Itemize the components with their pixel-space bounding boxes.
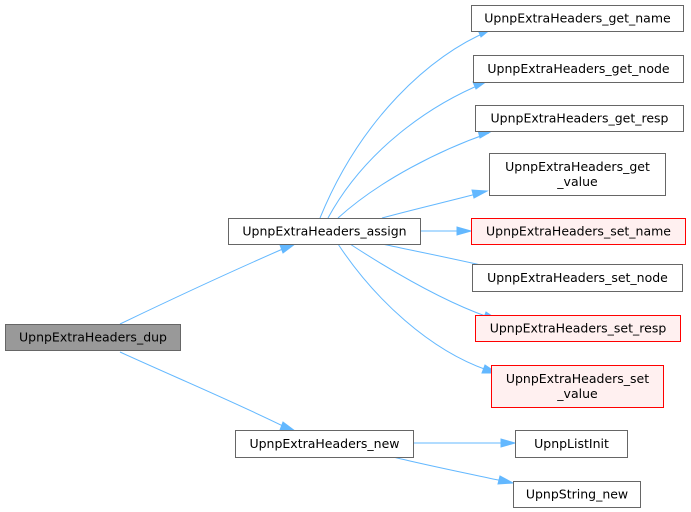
node-label-dup: UpnpExtraHeaders_dup — [19, 330, 167, 345]
node-new[interactable]: UpnpExtraHeaders_new — [235, 430, 414, 458]
edges-layer — [119, 30, 505, 482]
node-box-get-resp[interactable] — [475, 105, 684, 132]
node-set-node[interactable]: UpnpExtraHeaders_set_node — [472, 264, 683, 292]
node-label-set-resp: UpnpExtraHeaders_set_resp — [490, 321, 667, 336]
edge-dup-to-new — [119, 351, 286, 428]
nodes-layer: UpnpExtraHeaders_dup UpnpExtraHeaders_ass… — [5, 5, 686, 508]
node-get-resp[interactable]: UpnpExtraHeaders_get_resp — [475, 105, 684, 132]
edge-assign-to-get-value — [381, 191, 485, 219]
node-label-set-node: UpnpExtraHeaders_set_node — [487, 270, 668, 285]
node-set-name[interactable]: UpnpExtraHeaders_set_name — [471, 218, 686, 245]
node-box-new[interactable] — [235, 430, 414, 458]
node-list-init[interactable]: UpnpListInit — [515, 430, 628, 458]
node-set-value[interactable]: UpnpExtraHeaders_set_value — [491, 365, 664, 408]
node-box-list-init[interactable] — [515, 430, 628, 458]
edge-assign-to-get-name — [319, 30, 490, 219]
node-box-dup[interactable] — [5, 324, 181, 351]
node-label-get-name: UpnpExtraHeaders_get_name — [484, 11, 671, 26]
node-label-get-value-line-1: UpnpExtraHeaders_get — [505, 159, 650, 174]
node-box-string-new[interactable] — [513, 481, 641, 508]
node-box-assign[interactable] — [228, 218, 421, 245]
node-box-set-node[interactable] — [472, 264, 683, 292]
edge-dup-to-assign — [119, 247, 286, 325]
edge-assign-to-set-resp — [349, 243, 489, 318]
node-label-get-resp: UpnpExtraHeaders_get_resp — [491, 111, 669, 126]
node-get-value[interactable]: UpnpExtraHeaders_get_value — [489, 153, 666, 196]
arrowhead-new — [279, 421, 297, 432]
arrowhead-assign — [279, 243, 297, 254]
node-label-string-new: UpnpString_new — [526, 487, 628, 502]
edge-new-to-string-new — [392, 456, 504, 482]
node-label-set-name: UpnpExtraHeaders_set_name — [486, 224, 671, 239]
node-set-resp[interactable]: UpnpExtraHeaders_set_resp — [475, 315, 681, 342]
node-label-list-init: UpnpListInit — [534, 436, 609, 451]
node-box-get-name[interactable] — [471, 5, 684, 32]
edge-assign-to-get-resp — [337, 132, 490, 219]
node-box-get-node[interactable] — [473, 55, 684, 83]
node-box-get-value[interactable] — [489, 153, 666, 196]
arrowhead-set-name — [456, 226, 473, 236]
node-label-get-value-line-2: _value — [556, 174, 598, 189]
arrowhead-list-init — [500, 438, 517, 448]
node-dup[interactable]: UpnpExtraHeaders_dup — [5, 324, 181, 351]
node-label-new: UpnpExtraHeaders_new — [249, 436, 399, 451]
node-box-set-name[interactable] — [471, 218, 686, 245]
node-get-node[interactable]: UpnpExtraHeaders_get_node — [473, 55, 684, 83]
node-label-get-node: UpnpExtraHeaders_get_node — [487, 61, 669, 76]
arrowhead-get-value — [471, 189, 489, 199]
node-label-set-value-line-2: _value — [556, 386, 598, 401]
edge-assign-to-get-node — [327, 82, 485, 219]
node-assign[interactable]: UpnpExtraHeaders_assign — [228, 218, 421, 245]
node-box-set-value[interactable] — [491, 365, 664, 408]
node-label-assign: UpnpExtraHeaders_assign — [242, 224, 406, 239]
edge-assign-to-set-value — [337, 243, 488, 371]
node-box-set-resp[interactable] — [475, 315, 681, 342]
node-get-name[interactable]: UpnpExtraHeaders_get_name — [471, 5, 684, 32]
arrowhead-string-new — [497, 475, 515, 485]
node-label-set-value-line-1: UpnpExtraHeaders_set — [506, 371, 649, 386]
node-string-new[interactable]: UpnpString_new — [513, 481, 641, 508]
